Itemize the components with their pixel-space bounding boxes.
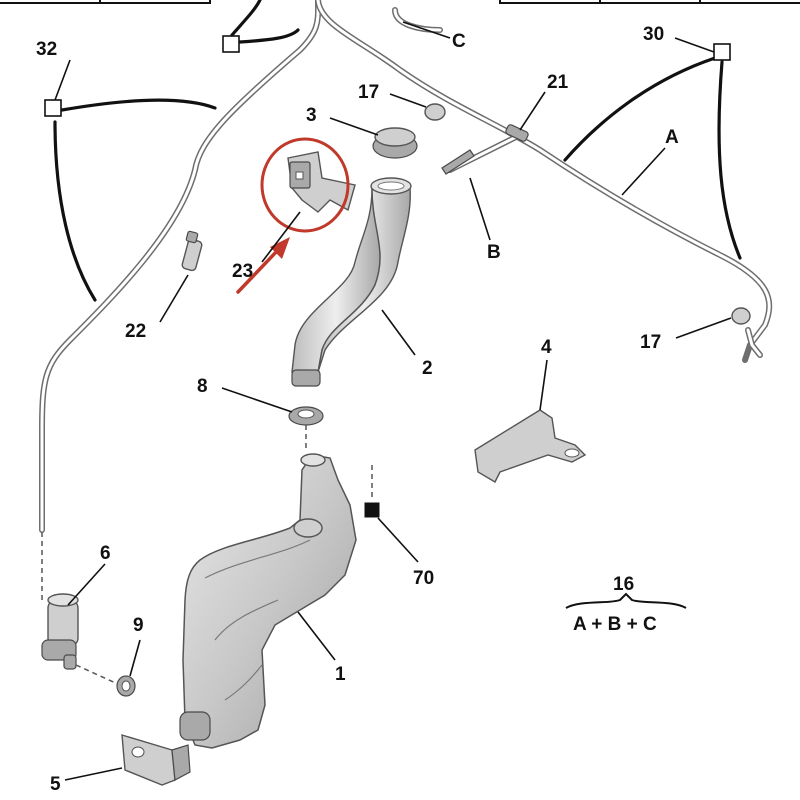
check-valve-upper [424, 103, 475, 175]
top-frame-fragments [0, 0, 800, 4]
callout-3: 3 [306, 105, 317, 126]
washer-pump [41, 593, 121, 686]
callout-9: 9 [133, 615, 144, 636]
callout-17-lower: 17 [640, 332, 661, 353]
callout-b: B [487, 242, 501, 263]
callout-a: A [665, 127, 679, 148]
washer-hose-left [39, 0, 322, 600]
filler-neck [291, 177, 412, 387]
callout-32: 32 [36, 39, 57, 60]
callout-8: 8 [197, 376, 208, 397]
callout-1: 1 [335, 664, 346, 685]
wiring-harness-30 [563, 56, 742, 260]
connector-square-32 [44, 99, 62, 117]
check-valve-lower [731, 307, 763, 358]
kit-notation: 16 A + B + C [573, 574, 657, 635]
wiring-harness-32 [53, 98, 217, 302]
callout-17-upper: 17 [358, 82, 379, 103]
tee-connector [505, 124, 529, 142]
bracket-clip [287, 151, 356, 213]
callout-2: 2 [422, 358, 433, 379]
kit-formula: A + B + C [573, 614, 657, 635]
wiring-harness-top [230, 0, 300, 44]
highlight-ring [260, 137, 350, 233]
connector-square-top [222, 35, 240, 53]
callout-4: 4 [541, 337, 552, 358]
callout-70: 70 [413, 568, 434, 589]
washer-hose-right [315, 0, 773, 348]
pump-grommet [116, 675, 136, 697]
grommet [288, 406, 324, 426]
lower-bracket [121, 734, 191, 786]
leader-lines [54, 21, 732, 781]
callout-c: C [452, 31, 466, 52]
callout-22: 22 [125, 321, 146, 342]
connector-square-70 [364, 502, 380, 518]
kit-brace [565, 592, 687, 609]
kit-number: 16 [613, 574, 634, 595]
callout-labels: 32 3 17 21 30 C A B 23 22 2 17 4 8 70 6 … [36, 24, 679, 795]
callout-5: 5 [50, 774, 61, 795]
washer-reservoir [179, 453, 357, 749]
mounting-bracket [474, 409, 587, 483]
filler-cap [372, 127, 418, 159]
washer-nozzle [181, 230, 203, 272]
callout-6: 6 [100, 543, 111, 564]
connector-square-30 [713, 43, 731, 61]
callout-21: 21 [547, 72, 569, 93]
callout-30: 30 [643, 24, 664, 45]
highlight-arrow [236, 237, 290, 294]
callout-23: 23 [232, 261, 253, 282]
